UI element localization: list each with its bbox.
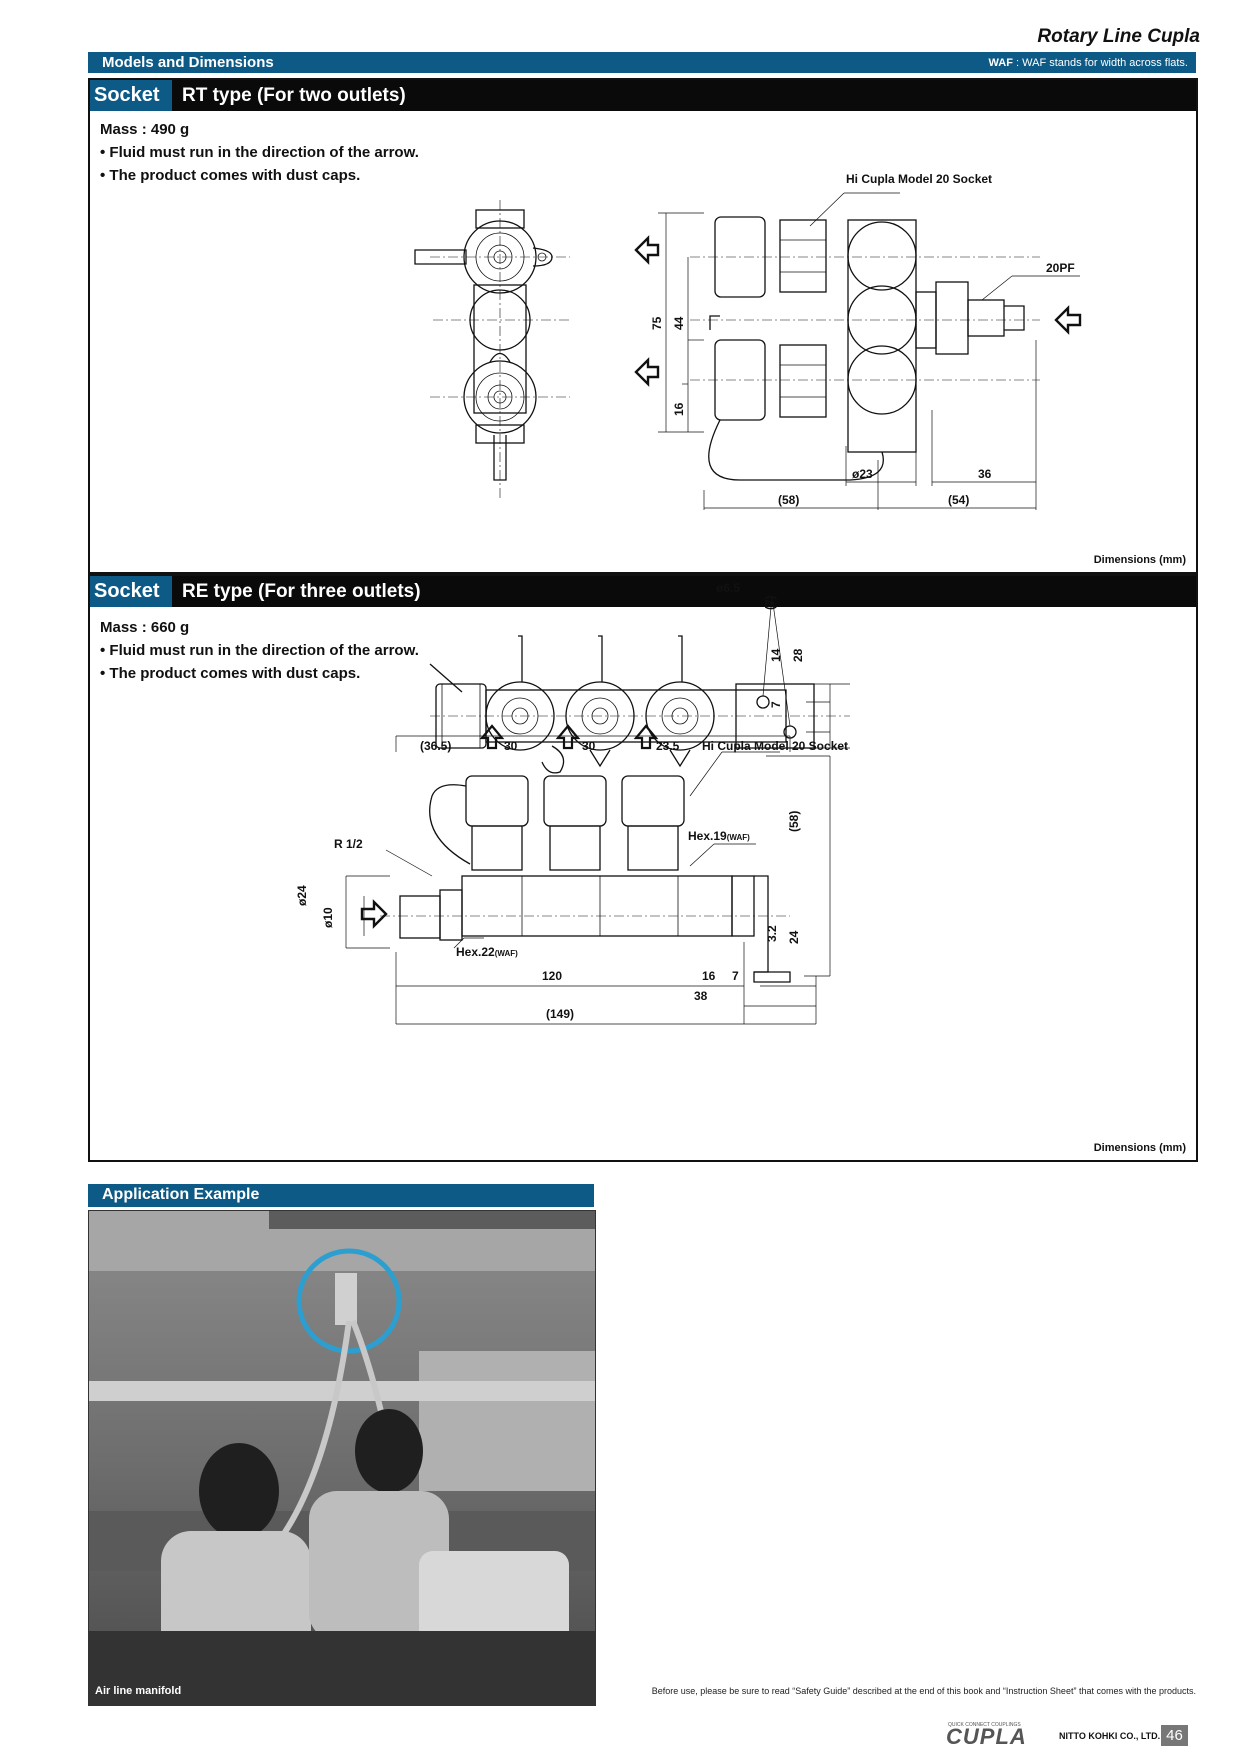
re-dim-36-5: (36.5) bbox=[420, 739, 451, 753]
rt-panel-title: RT type (For two outlets) bbox=[182, 85, 406, 106]
re-dim-7a: (7) bbox=[763, 595, 777, 610]
re-label-r12: R 1/2 bbox=[334, 837, 363, 851]
rt-dim-36: 36 bbox=[978, 467, 992, 481]
re-dim-23-5: 23.5 bbox=[656, 739, 680, 753]
section-header-bar: Models and Dimensions WAF : WAF stands f… bbox=[88, 52, 1196, 73]
rt-label-socket: Hi Cupla Model 20 Socket bbox=[846, 172, 992, 186]
re-dim-3-2: 3.2 bbox=[765, 925, 779, 942]
highlight-circle bbox=[296, 1248, 402, 1354]
re-label-hex22-waf: (WAF) bbox=[495, 949, 518, 958]
re-dim-58: (58) bbox=[787, 811, 801, 832]
waf-note-text: : WAF stands for width across flats. bbox=[1016, 57, 1188, 69]
application-photo: Air line manifold bbox=[88, 1210, 596, 1706]
re-spec-list: Mass : 660 g • Fluid must run in the dir… bbox=[100, 616, 419, 685]
document-title: Rotary Line Cupla bbox=[1037, 26, 1200, 47]
re-dim-30b: 30 bbox=[582, 739, 596, 753]
cupla-logo: CUPLA bbox=[946, 1724, 1027, 1749]
re-top-view bbox=[429, 595, 850, 774]
re-bullet-2: • The product comes with dust caps. bbox=[100, 665, 361, 682]
rt-mass: Mass : 490 g bbox=[100, 121, 190, 138]
re-dim-24: 24 bbox=[787, 930, 801, 944]
re-bullet-1: • Fluid must run in the direction of the… bbox=[100, 642, 419, 659]
re-label-hole: ø6.5 bbox=[716, 581, 740, 595]
rt-panel-header: Socket RT type (For two outlets) bbox=[90, 80, 1196, 111]
re-label-socket: Hi Cupla Model 20 Socket bbox=[702, 739, 848, 753]
re-technical-drawing: ø6.5 (7) 14 28 7 (36.5) 30 30 23.5 Hi Cu… bbox=[295, 581, 850, 1025]
re-dim-149: (149) bbox=[546, 1007, 574, 1021]
rt-bullet-1: • Fluid must run in the direction of the… bbox=[100, 144, 419, 161]
rt-dim-75: 75 bbox=[650, 316, 664, 330]
rt-technical-drawing: Hi Cupla Model 20 Socket 20PF 75 44 16 ø… bbox=[414, 172, 1082, 510]
safety-note: Before use, please be sure to read “Safe… bbox=[651, 1686, 1196, 1696]
brand-tagline: QUICK CONNECT COUPLINGS bbox=[948, 1722, 1021, 1728]
rt-side-view bbox=[414, 200, 570, 500]
re-socket-tag: Socket bbox=[90, 576, 172, 607]
company-name: NITTO KOHKI CO., LTD. bbox=[1059, 1731, 1161, 1741]
re-dim-28: 28 bbox=[791, 648, 805, 662]
re-type-panel: Socket RE type (For three outlets) Mass … bbox=[88, 574, 1198, 1162]
rt-front-view bbox=[634, 192, 1082, 510]
re-label-hex22-text: Hex.22 bbox=[456, 945, 495, 959]
re-label-hex19-waf: (WAF) bbox=[727, 833, 750, 842]
rt-dimensions-note: Dimensions (mm) bbox=[1093, 554, 1186, 566]
re-dim-10-dia: ø10 bbox=[321, 907, 335, 928]
application-example-title: Application Example bbox=[102, 1186, 260, 1203]
re-dim-120: 120 bbox=[542, 969, 562, 983]
rt-spec-list: Mass : 490 g • Fluid must run in the dir… bbox=[100, 118, 419, 187]
re-label-hex19: Hex.19(WAF) bbox=[688, 829, 750, 843]
rt-dim-44: 44 bbox=[672, 316, 686, 330]
waf-note: WAF : WAF stands for width across flats. bbox=[989, 57, 1189, 69]
re-dimensions-note: Dimensions (mm) bbox=[1093, 1142, 1186, 1154]
re-dim-16: 16 bbox=[702, 969, 716, 983]
rt-dim-54: (54) bbox=[948, 493, 969, 507]
re-dim-30a: 30 bbox=[504, 739, 518, 753]
waf-note-abbr: WAF bbox=[988, 57, 1013, 69]
re-front-view bbox=[345, 724, 831, 1025]
rt-label-plug: 20PF bbox=[1046, 261, 1075, 275]
re-dim-24-dia: ø24 bbox=[295, 885, 309, 906]
rt-type-panel: Socket RT type (For two outlets) Mass : … bbox=[88, 78, 1198, 574]
re-dim-7b: 7 bbox=[769, 701, 783, 708]
re-dim-38: 38 bbox=[694, 989, 708, 1003]
section-title: Models and Dimensions bbox=[102, 54, 274, 71]
application-photo-illustration bbox=[89, 1211, 595, 1705]
rt-dim-16: 16 bbox=[672, 402, 686, 416]
photo-caption: Air line manifold bbox=[95, 1685, 182, 1697]
re-panel-header: Socket RE type (For three outlets) bbox=[90, 576, 1196, 607]
rt-socket-tag: Socket bbox=[90, 80, 172, 111]
rt-bullet-2: • The product comes with dust caps. bbox=[100, 167, 361, 184]
rt-dim-58: (58) bbox=[778, 493, 799, 507]
re-panel-title: RE type (For three outlets) bbox=[182, 581, 421, 602]
page-number: 46 bbox=[1161, 1725, 1188, 1746]
re-label-hex22: Hex.22(WAF) bbox=[456, 945, 518, 959]
rt-dim-23: ø23 bbox=[852, 467, 873, 481]
re-label-hex19-text: Hex.19 bbox=[688, 829, 727, 843]
application-example-bar: Application Example bbox=[88, 1184, 594, 1207]
re-mass: Mass : 660 g bbox=[100, 619, 190, 636]
re-dim-14: 14 bbox=[769, 648, 783, 662]
re-dim-7c: 7 bbox=[732, 969, 739, 983]
